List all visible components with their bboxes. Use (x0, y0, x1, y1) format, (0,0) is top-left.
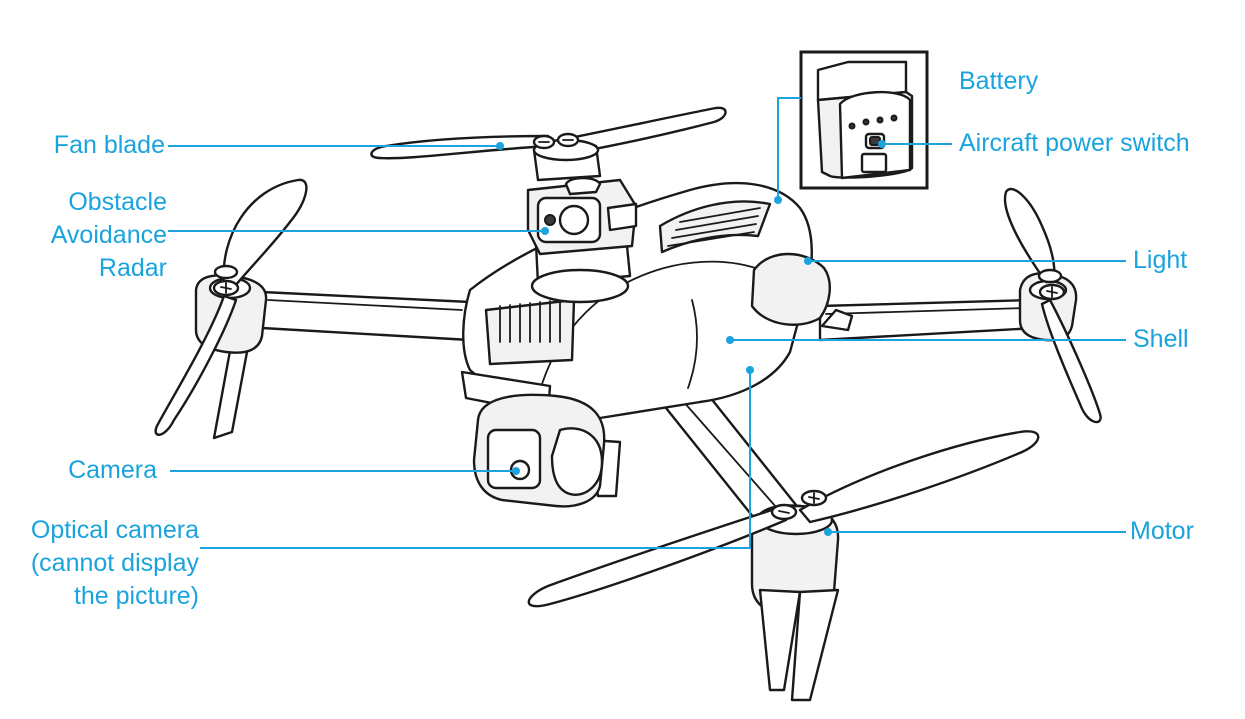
label-line: Radar (98, 254, 167, 282)
light-housing (750, 252, 854, 332)
label-aircraft-power-switch: Aircraft power switch (959, 129, 1190, 157)
label-obstacle-avoidance-radar: Obstacle Avoidance Radar (51, 186, 167, 285)
leader-lines (168, 97, 1126, 549)
label-line: Avoidance (50, 221, 167, 249)
label-optical-camera: Optical camera (cannot display the pictu… (31, 514, 199, 613)
label-line: (cannot display (30, 549, 199, 577)
label-fan-blade: Fan blade (53, 131, 165, 159)
label-shell: Shell (1133, 325, 1189, 353)
battery-inset (799, 50, 929, 190)
front-right-propeller (527, 430, 1040, 608)
label-camera: Camera (68, 456, 157, 484)
rear-right-arm (818, 272, 1078, 342)
radar-tower (526, 176, 638, 304)
camera-gimbal (472, 393, 622, 508)
label-line: Optical camera (30, 516, 199, 544)
rear-left-propeller (154, 178, 308, 436)
label-line: the picture) (73, 582, 199, 610)
label-motor: Motor (1130, 517, 1194, 545)
label-light: Light (1133, 246, 1188, 274)
label-battery: Battery (959, 67, 1039, 95)
label-line: Obstacle (68, 188, 167, 216)
front-right-motor (750, 504, 840, 702)
top-propeller (370, 106, 727, 182)
